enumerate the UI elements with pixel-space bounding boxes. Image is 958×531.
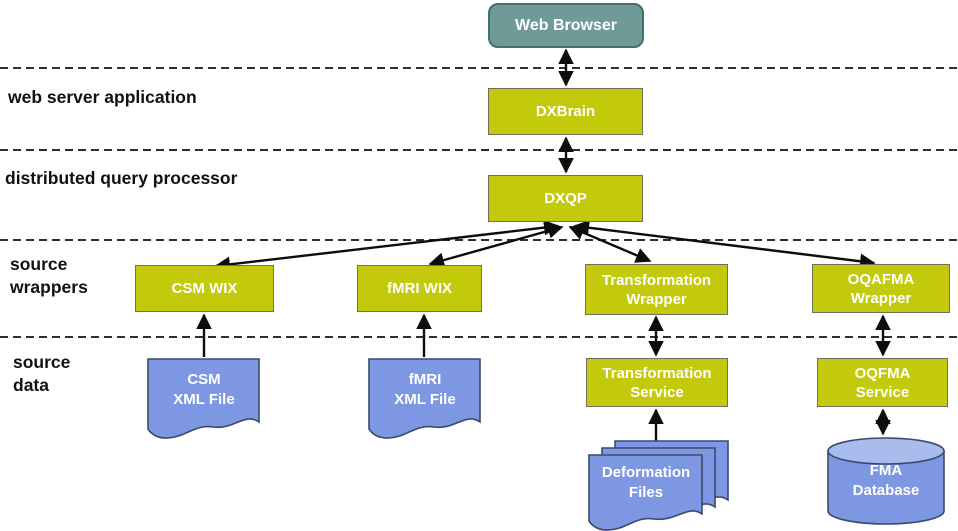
arrow-dxqp-fmriwix [428,223,564,268]
web-browser-node: Web Browser [488,3,644,48]
dxbrain-node: DXBrain [488,88,643,135]
fmri-xml-file-label: fMRI XML File [394,371,456,408]
arrow-dxqp-csmwix [214,219,560,273]
transformation-wrapper-node: Transformation Wrapper [585,264,728,315]
deformation-files-label: Deformation Files [601,464,691,501]
arrow-dxqp-oqafma-wrapper [573,219,876,270]
oqfma-service-node: OQFMA Service [817,358,948,407]
csm-xml-file-shape [147,358,261,446]
csm-wix-node: CSM WIX [135,265,274,312]
deformation-files-shape [588,440,730,531]
fma-database-label: FMA Database [852,462,920,499]
dxqp-node: DXQP [488,175,643,222]
transformation-service-node: Transformation Service [586,358,728,407]
fmri-wix-node: fMRI WIX [357,265,482,312]
layer-label-web-server-application: web server application [8,87,197,107]
layer-label-distributed-query-processor: distributed query processor [5,168,238,188]
oqafma-wrapper-node: OQAFMA Wrapper [812,264,950,313]
fmri-xml-file-shape [368,358,482,446]
layer-label-source-data: source data [13,352,71,395]
csm-xml-file-label: CSM XML File [173,371,235,408]
layer-label-source-wrappers: source wrappers [10,254,88,297]
arrow-dxqp-transformation-wrapper [568,225,652,263]
fma-database-shape [827,437,945,527]
